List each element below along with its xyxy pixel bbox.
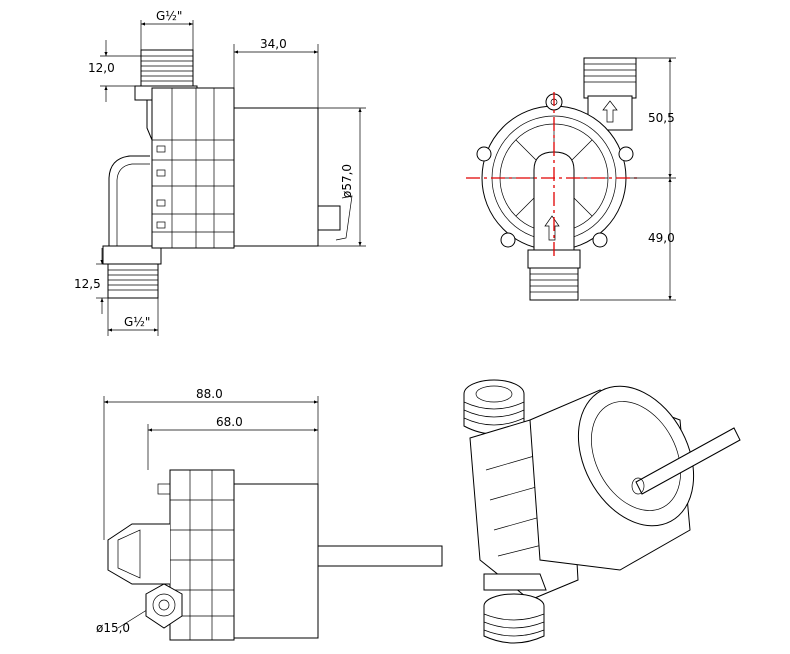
top-outlet-nozzle	[107, 523, 170, 585]
dim-34: 34,0	[260, 37, 287, 51]
dim-12: 12,0	[88, 61, 115, 75]
dim-12-5: 12,5	[74, 277, 101, 291]
motor-body	[233, 107, 353, 247]
pump-head	[151, 87, 235, 249]
side-dimensions	[96, 20, 366, 336]
dim-88: 88.0	[196, 387, 223, 401]
iso-top-thread	[463, 379, 525, 435]
front-inlet-thread	[527, 249, 581, 301]
dim-68: 68.0	[216, 415, 243, 429]
isometric-view	[463, 379, 741, 644]
top-dimensions	[103, 396, 319, 629]
dim-49: 49,0	[648, 231, 675, 245]
front-dimensions	[580, 57, 676, 301]
front-view: 50,5 49,0	[466, 57, 676, 301]
top-view: 88.0 68.0 ø15,0	[96, 387, 443, 641]
dim-50-5: 50,5	[648, 111, 675, 125]
top-inlet-hex	[145, 583, 183, 629]
iso-motor	[529, 385, 741, 571]
dim-57: ø57,0	[340, 164, 354, 198]
elbow-inlet	[102, 155, 162, 299]
iso-bottom-thread	[483, 573, 547, 644]
centerlines	[466, 92, 640, 260]
dim-15: ø15,0	[96, 621, 130, 635]
thread-label-bottom: G½"	[124, 315, 150, 329]
side-view: G½" 34,0 12,0 ø57,0 12,5 G½"	[74, 9, 366, 336]
top-motor-body	[233, 483, 443, 639]
thread-label-top: G½"	[156, 9, 182, 23]
